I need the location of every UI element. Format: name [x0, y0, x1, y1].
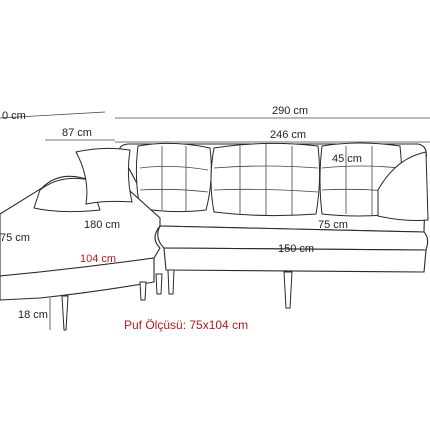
label-back-width: 246 cm — [270, 129, 306, 141]
label-chaise-back: 87 cm — [62, 127, 92, 139]
leg-front-left — [61, 295, 69, 331]
leg-main-right — [283, 271, 293, 309]
back-cushion-1-tufting — [139, 146, 209, 212]
label-pouf-length: 104 cm — [80, 253, 116, 265]
leg-main-left — [167, 269, 175, 295]
leg-chaise-right — [155, 273, 163, 295]
leg-front-middle — [139, 281, 147, 301]
pouf-dimensions-note: Puf Ölçüsü: 75x104 cm — [124, 318, 248, 332]
back-cushion-2-tufting — [213, 144, 319, 216]
label-total-width: 290 cm — [272, 105, 308, 117]
right-throw-pillow — [377, 151, 429, 221]
dim-line-left-depth — [0, 111, 106, 119]
sofa-illustration — [0, 142, 429, 331]
left-throw-pillow — [75, 147, 133, 205]
label-seat-depth: 75 cm — [318, 219, 348, 231]
label-left-depth: 0 cm — [2, 110, 26, 122]
label-chaise-length: 180 cm — [84, 219, 120, 231]
label-leg-height: 18 cm — [18, 309, 48, 321]
chaise-back-cushion — [33, 177, 101, 213]
back-cushion-3-tufting — [321, 146, 401, 216]
label-back-height: 45 cm — [332, 153, 362, 165]
back-cushion-2 — [210, 142, 321, 217]
chaise-base — [0, 257, 155, 301]
main-seat-base — [163, 247, 427, 273]
label-seat-width: 150 cm — [278, 243, 314, 255]
back-cushion-1 — [135, 142, 212, 213]
label-chaise-depth: 75 cm — [0, 232, 30, 244]
